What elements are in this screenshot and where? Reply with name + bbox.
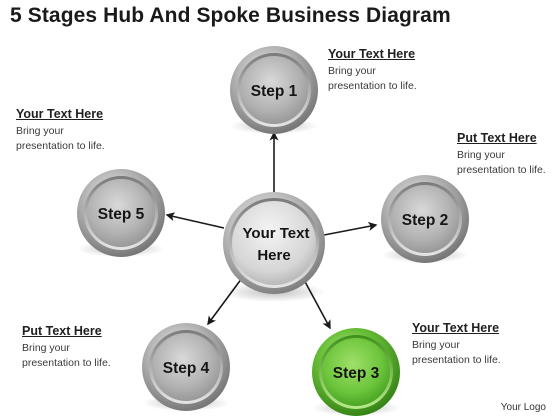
spoke-arrow-step-4 (207, 277, 243, 326)
step-5-node: Step 5 (77, 169, 165, 257)
step-5-label: Step 5 (98, 206, 145, 223)
spoke-arrow-step-5 (165, 212, 225, 229)
step-2-label: Step 2 (402, 212, 449, 229)
callout-step-3: Your Text Here Bring your presentation t… (412, 321, 501, 368)
callout-body-line: presentation to life. (328, 80, 417, 92)
footer-logo: Your Logo (500, 402, 546, 413)
callout-body: Bring your presentation to life. (22, 341, 111, 371)
callout-body-line: presentation to life. (16, 140, 105, 152)
callout-body-line: Bring your (412, 339, 460, 351)
hub-circle: Your Text Here (222, 192, 326, 302)
step-3-node: Step 3 (312, 328, 400, 416)
callout-heading: Your Text Here (16, 107, 104, 121)
step-3-label: Step 3 (333, 365, 380, 382)
step-1-node: Step 1 (230, 46, 318, 134)
callout-step-2: Put Text Here Bring your presentation to… (457, 131, 546, 178)
callout-heading: Your Text Here (412, 321, 500, 335)
callout-body: Bring your presentation to life. (412, 338, 501, 368)
callout-body-line: presentation to life. (22, 357, 111, 369)
callout-body-line: presentation to life. (457, 164, 546, 176)
step-1-label: Step 1 (251, 83, 298, 100)
callout-body-line: presentation to life. (412, 354, 501, 366)
step-4-label: Step 4 (163, 360, 210, 377)
callout-heading: Put Text Here (22, 324, 102, 338)
callout-body-line: Bring your (457, 149, 505, 161)
slide-title: 5 Stages Hub And Spoke Business Diagram (10, 4, 451, 27)
spokes (165, 131, 378, 330)
callout-body: Bring your presentation to life. (328, 64, 417, 94)
callout-body-line: Bring your (16, 125, 64, 137)
callout-body-line: Bring your (328, 65, 376, 77)
spoke-arrow-step-2 (323, 221, 378, 236)
step-4-node: Step 4 (142, 323, 230, 411)
callout-heading: Put Text Here (457, 131, 537, 145)
callout-step-5: Your Text Here Bring your presentation t… (16, 107, 105, 154)
callout-step-1: Your Text Here Bring your presentation t… (328, 47, 417, 94)
hub-label-line1: Your Text (243, 225, 310, 242)
callout-body-line: Bring your (22, 342, 70, 354)
callout-body: Bring your presentation to life. (16, 124, 105, 154)
step-2-node: Step 2 (381, 175, 469, 263)
hub-label-line2: Here (257, 247, 290, 264)
callout-step-4: Put Text Here Bring your presentation to… (22, 324, 111, 371)
callout-body: Bring your presentation to life. (457, 148, 546, 178)
callout-heading: Your Text Here (328, 47, 416, 61)
